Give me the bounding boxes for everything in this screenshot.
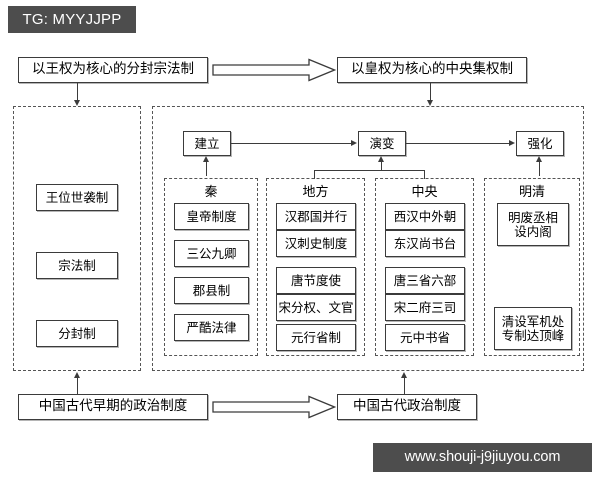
- column-1-item-2: 唐节度使: [276, 267, 356, 294]
- connector-bottomright-arrowhead-icon: [401, 372, 407, 378]
- column-title-3: 明清: [518, 185, 545, 200]
- bottom-block-arrow-icon: [212, 395, 336, 419]
- right-panel-container: [152, 106, 584, 371]
- column-0-item-2: 郡县制: [174, 277, 249, 304]
- left-panel-item-0: 王位世袭制: [36, 184, 118, 211]
- column-2-item-3: 宋二府三司: [385, 294, 465, 321]
- bottom-right-box: 中国古代政治制度: [337, 394, 477, 420]
- column-2-item-0: 西汉中外朝: [385, 203, 465, 230]
- column-1-item-4: 元行省制: [276, 324, 356, 351]
- column-2-item-4: 元中书省: [385, 324, 465, 351]
- column-2-item-2: 唐三省六部: [385, 267, 465, 294]
- connector-topleft-down: [77, 83, 79, 103]
- connector-bottomleft-up: [77, 378, 79, 395]
- connector-col3-arrowhead-icon: [536, 156, 542, 162]
- column-title-2: 中央: [411, 185, 438, 200]
- column-1-item-0: 汉郡国并行: [276, 203, 356, 230]
- connector-stage0-stage1: [231, 143, 352, 145]
- column-title-1: 地方: [302, 185, 329, 200]
- column-3-item-1: 清设军机处 专制达顶峰: [494, 307, 572, 350]
- connector-topleft-arrowhead-icon: [74, 100, 80, 106]
- column-container-3: [484, 178, 580, 356]
- stage-box-0: 建立: [183, 131, 231, 156]
- connector-stage1-stage2: [406, 143, 510, 145]
- column-1-item-3: 宋分权、文官: [276, 294, 356, 321]
- column-0-item-3: 严酷法律: [174, 314, 249, 341]
- column-container-0: [164, 178, 258, 356]
- connector-bracket-horizontal: [314, 170, 425, 172]
- column-0-item-1: 三公九卿: [174, 240, 249, 267]
- stage-box-1: 演变: [358, 131, 406, 156]
- connector-bottomleft-arrowhead-icon: [74, 372, 80, 378]
- connector-topright-down: [430, 83, 432, 103]
- connector-bracket-arrowhead-icon: [378, 156, 384, 162]
- top-left-box: 以王权为核心的分封宗法制: [18, 57, 208, 83]
- connector-bracket-right-leg: [424, 170, 426, 179]
- connector-stage1-stage2-arrowhead-icon: [509, 140, 515, 146]
- top-right-box: 以皇权为核心的中央集权制: [337, 57, 527, 83]
- connector-stage0-stage1-arrowhead-icon: [351, 140, 357, 146]
- connector-topright-arrowhead-icon: [427, 100, 433, 106]
- connector-col3-up: [539, 162, 541, 176]
- connector-bracket-left-leg: [314, 170, 316, 179]
- connector-col0-up: [206, 162, 208, 176]
- stage-box-2: 强化: [516, 131, 564, 156]
- connector-bottomright-up: [404, 378, 406, 395]
- connector-col0-arrowhead-icon: [203, 156, 209, 162]
- column-1-item-1: 汉刺史制度: [276, 230, 356, 257]
- left-panel-item-2: 分封制: [36, 320, 118, 347]
- left-panel-item-1: 宗法制: [36, 252, 118, 279]
- bottom-left-box: 中国古代早期的政治制度: [18, 394, 208, 420]
- column-container-1: [266, 178, 365, 356]
- column-0-item-0: 皇帝制度: [174, 203, 249, 230]
- top-block-arrow-icon: [212, 58, 336, 82]
- column-container-2: [375, 178, 474, 356]
- watermark-label: www.shouji-j9jiuyou.com: [373, 443, 592, 472]
- connector-bracket-stem: [381, 162, 383, 171]
- tag-badge: TG: MYYJJPP: [8, 6, 136, 33]
- column-title-0: 秦: [204, 185, 218, 200]
- column-2-item-1: 东汉尚书台: [385, 230, 465, 257]
- left-panel-container: [13, 106, 141, 371]
- column-3-item-0: 明废丞相 设内阁: [497, 203, 569, 246]
